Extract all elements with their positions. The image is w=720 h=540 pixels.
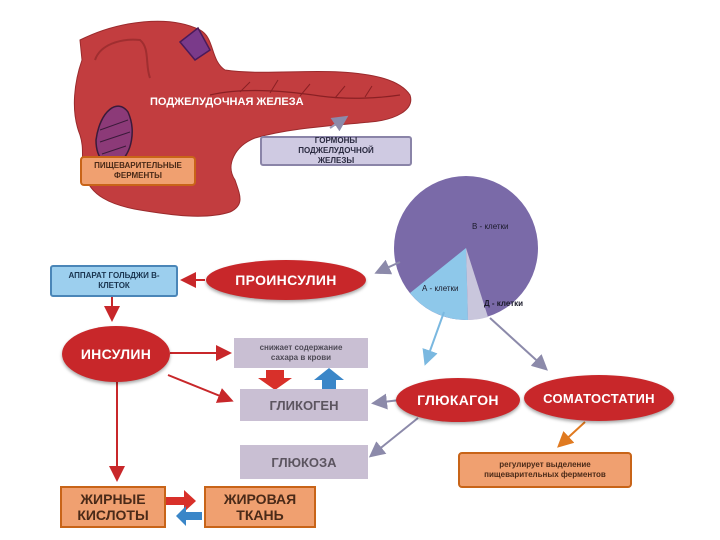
pie-slice-a-cells [410,248,468,321]
pancreas-illustration [73,20,412,217]
pie-label-b-cells: В - клетки [472,222,509,231]
islet-cells-pie [394,176,538,321]
pie-label-a-cells: А - клетки [422,284,459,293]
somatostatin-node: СОМАТОСТАТИН [524,375,674,421]
red-right-arrow [166,490,196,512]
golgi-box: АППАРАТ ГОЛЬДЖИ В-КЛЕТОК [50,265,178,297]
pie-slice-d-cells [466,248,488,320]
blue-up-arrow [314,368,344,390]
arrow-pie-to-somatostatin [489,317,548,371]
digestive-enzymes-box: ПИЩЕВАРИТЕЛЬНЫЕ ФЕРМЕНТЫ [80,156,196,186]
arrow-pie-to-glucagon [422,311,445,366]
pancreatic-hormones-box: ГОРМОНЫ ПОДЖЕЛУДОЧНОЙ ЖЕЛЕЗЫ [260,136,412,166]
insulin-node: ИНСУЛИН [62,326,170,382]
glucagon-node: ГЛЮКАГОН [396,378,520,422]
fatty-acids-box: ЖИРНЫЕ КИСЛОТЫ [60,486,166,528]
arrow-somatostatin-to-regulates [557,421,586,448]
arrow-glucagon-to-glucose [368,417,419,458]
regulates-box: регулирует выделение пищеварительных фер… [458,452,632,488]
glucose-box: ГЛЮКОЗА [240,445,368,479]
arrow-insulin-to-glycogen [167,374,234,403]
proinsulin-node: ПРОИНСУЛИН [206,260,366,300]
glycogen-box: ГЛИКОГЕН [240,389,368,421]
arrow-glucagon-to-glycogen [371,393,401,410]
arrow-pie-to-proinsulin [374,259,401,275]
block-arrows [166,368,344,526]
lowers-sugar-box: снижает содержание сахара в крови [234,338,368,368]
red-down-arrow [258,370,292,390]
pie-label-d-cells: Д - клетки [484,299,524,308]
pancreas-title: ПОДЖЕЛУДОЧНАЯ ЖЕЛЕЗА [150,96,304,108]
blue-left-arrow [176,506,202,526]
arrows [104,259,586,482]
adipose-tissue-box: ЖИРОВАЯ ТКАНЬ [204,486,316,528]
